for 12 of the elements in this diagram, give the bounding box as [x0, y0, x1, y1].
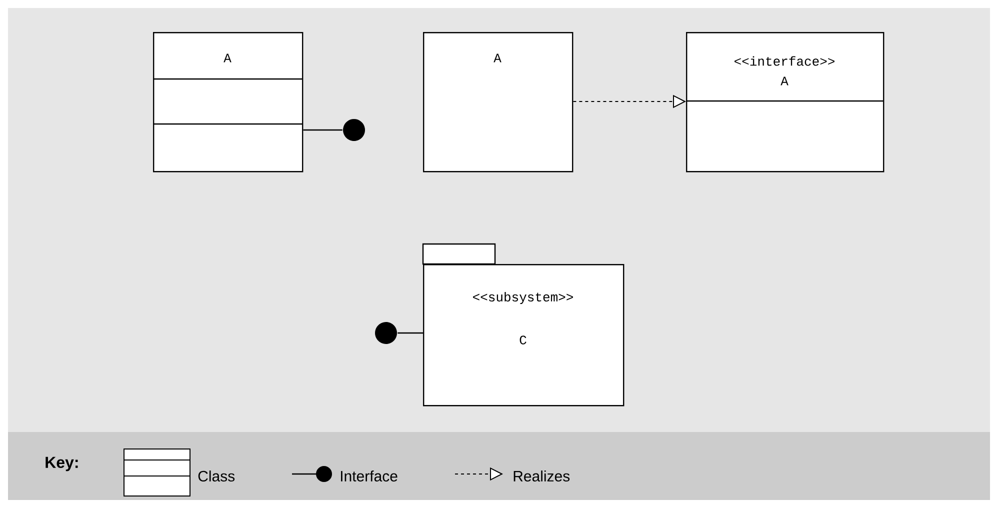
interface-box: <<interface>> A	[686, 32, 884, 172]
subsystem-package: <<subsystem>> C	[422, 243, 624, 406]
interface-circle	[375, 322, 397, 344]
interface-circle	[343, 119, 365, 141]
connector-line	[303, 129, 342, 131]
legend-label: Realizes	[514, 470, 570, 482]
connector-line	[398, 332, 423, 334]
key-heading: Key:	[46, 456, 78, 472]
class-box: A	[153, 32, 304, 172]
legend-label: Class	[198, 470, 235, 482]
legend-label: Interface	[340, 470, 398, 482]
class-box: A	[423, 32, 574, 172]
